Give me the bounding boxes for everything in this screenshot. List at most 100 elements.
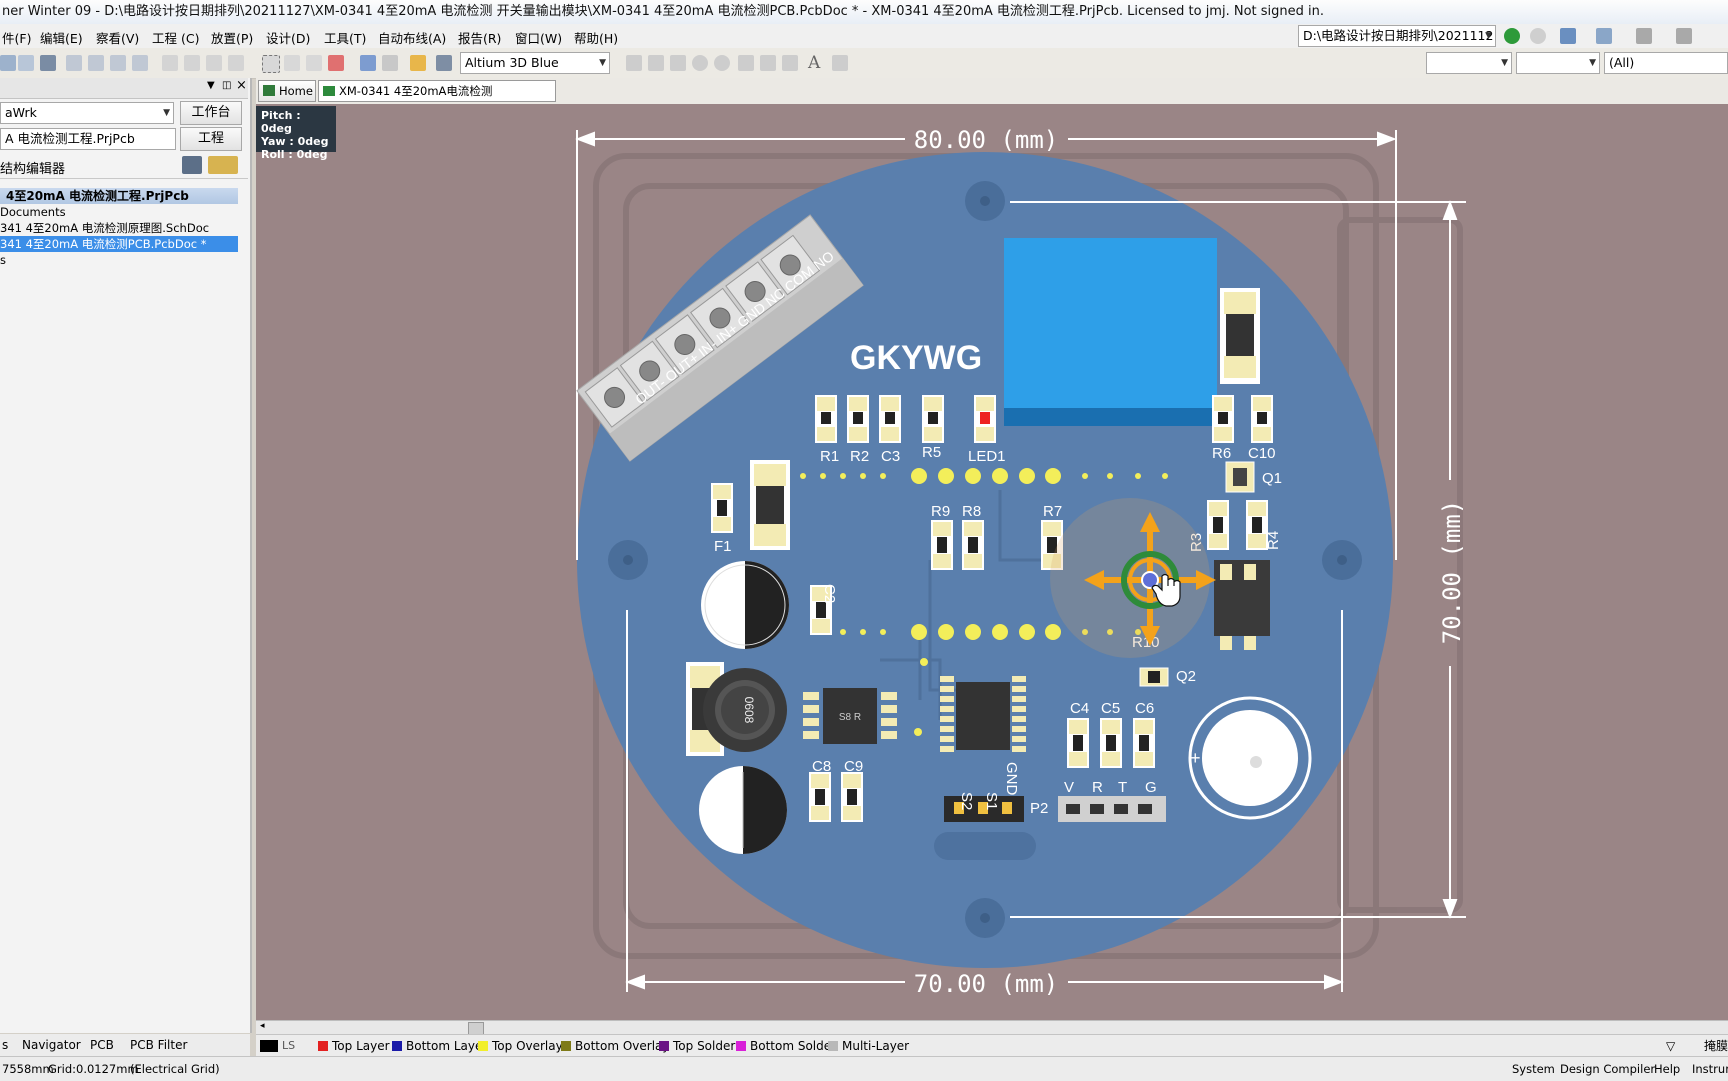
tab-home[interactable]: Home xyxy=(258,80,316,102)
help-button[interactable]: Help xyxy=(1654,1062,1681,1076)
back-icon[interactable] xyxy=(1504,28,1520,44)
panel-pin-icon[interactable]: ◫ xyxy=(222,80,232,91)
tree-sch-doc[interactable]: 341 4至20mA 电流检测原理图.SchDoc xyxy=(0,221,210,235)
region-icon[interactable] xyxy=(782,55,798,71)
via-icon[interactable] xyxy=(714,55,730,71)
arc-edge-icon[interactable] xyxy=(738,55,754,71)
header-p2[interactable] xyxy=(1058,796,1166,822)
smd-components[interactable] xyxy=(711,395,1273,822)
workspace-combo[interactable]: aWrk▼ xyxy=(0,102,174,124)
filter-all-combo[interactable]: (All) xyxy=(1604,52,1728,74)
tree-other[interactable]: s xyxy=(0,253,6,267)
layer-tab-bottom-solder[interactable]: Bottom Solder xyxy=(736,1038,836,1054)
paste-icon[interactable] xyxy=(206,55,222,71)
fill-icon[interactable] xyxy=(760,55,776,71)
layer-tab-top-overlay[interactable]: Top Overlay xyxy=(478,1038,563,1054)
scroll-left-icon[interactable]: ◂ xyxy=(260,1021,265,1031)
terminal-block-connector[interactable] xyxy=(576,214,864,462)
menu-project[interactable]: 工程 (C) xyxy=(152,31,200,46)
browse-icon[interactable] xyxy=(436,55,452,71)
workspace-button[interactable]: 工作台 xyxy=(180,101,242,125)
move-icon[interactable] xyxy=(284,55,300,71)
zoom-icon[interactable] xyxy=(66,55,82,71)
panel-tab-pcb-filter[interactable]: PCB Filter xyxy=(130,1038,188,1052)
tool-c-icon[interactable] xyxy=(1676,28,1692,44)
project-field[interactable]: A 电流检测工程.PrjPcb xyxy=(0,128,176,150)
layer-tab-multi-layer[interactable]: Multi-Layer xyxy=(828,1038,909,1054)
filter-combo-1[interactable]: ▼ xyxy=(1426,52,1512,74)
panel-tab-navigator[interactable]: Navigator xyxy=(22,1038,81,1052)
header-s[interactable] xyxy=(944,796,1024,822)
electrolytic-cap-1[interactable] xyxy=(701,561,789,649)
buzzer[interactable] xyxy=(1188,696,1312,820)
relay[interactable] xyxy=(1004,238,1217,416)
layer-tab-bottom-layer[interactable]: Bottom Layer xyxy=(392,1038,487,1054)
project-button[interactable]: 工程 xyxy=(180,127,242,151)
zoom-fit-icon[interactable] xyxy=(132,55,148,71)
diode-d2[interactable] xyxy=(1220,288,1260,384)
pcb-3d-canvas[interactable]: 80.00 (mm) 70.00 (mm) 70.00 (mm) OUT- OU… xyxy=(256,104,1728,1020)
layer-set-ls[interactable]: LS xyxy=(282,1039,296,1052)
menu-view[interactable]: 察看(V) xyxy=(96,31,140,46)
panel-tab-pcb[interactable]: PCB xyxy=(90,1038,114,1052)
undo-icon[interactable] xyxy=(360,55,376,71)
structure-icon[interactable] xyxy=(182,156,202,174)
layers-icon[interactable] xyxy=(40,55,56,71)
tree-documents[interactable]: Documents xyxy=(0,205,66,219)
highlight-icon[interactable] xyxy=(410,55,426,71)
tree-pcb-doc[interactable]: 341 4至20mA 电流检测PCB.PcbDoc * xyxy=(0,236,238,252)
forward-icon[interactable] xyxy=(1530,28,1546,44)
redo-icon[interactable] xyxy=(382,55,398,71)
menu-help[interactable]: 帮助(H) xyxy=(574,31,619,46)
panel-menu-icon[interactable]: ▼ xyxy=(207,80,215,91)
menu-design[interactable]: 设计(D) xyxy=(266,31,311,46)
text-icon[interactable]: A xyxy=(808,53,821,73)
menu-edit[interactable]: 编辑(E) xyxy=(40,31,83,46)
horizontal-scrollbar[interactable]: ◂ xyxy=(256,1020,1728,1035)
component-icon[interactable] xyxy=(832,55,848,71)
3d-navigation-gizmo[interactable] xyxy=(1084,512,1216,646)
zoom-sel-icon[interactable] xyxy=(110,55,126,71)
layer-filter-icon[interactable]: ▽ xyxy=(1666,1039,1676,1053)
print-icon[interactable] xyxy=(18,55,34,71)
filter-combo-2[interactable]: ▼ xyxy=(1516,52,1600,74)
ic-soic8[interactable]: S8 R xyxy=(803,688,897,744)
menu-place[interactable]: 放置(P) xyxy=(211,31,254,46)
system-button[interactable]: System xyxy=(1512,1062,1555,1076)
tool-a-icon[interactable] xyxy=(1596,28,1612,44)
optocoupler[interactable] xyxy=(1214,560,1270,650)
layer-tab-top-layer[interactable]: Top Layer xyxy=(318,1038,390,1054)
mask-level-label[interactable]: 掩膜 xyxy=(1704,1039,1728,1053)
panel-close-icon[interactable]: × xyxy=(236,78,247,93)
pad-icon[interactable] xyxy=(692,55,708,71)
folder-icon[interactable] xyxy=(208,156,238,174)
rubber-stamp-icon[interactable] xyxy=(228,55,244,71)
layer-tab-bottom-overlay[interactable]: Bottom Overlay xyxy=(561,1038,669,1054)
open-icon[interactable] xyxy=(0,55,16,71)
layer-color-swatch[interactable] xyxy=(260,1040,278,1052)
menu-autoroute[interactable]: 自动布线(A) xyxy=(378,31,447,46)
home-nav-icon[interactable] xyxy=(1560,28,1576,44)
view-config-select[interactable]: Altium 3D Blue▼ xyxy=(460,52,610,74)
clear-icon[interactable] xyxy=(328,55,344,71)
tool-b-icon[interactable] xyxy=(1636,28,1652,44)
route-diff-icon[interactable] xyxy=(648,55,664,71)
zoom-area-icon[interactable] xyxy=(88,55,104,71)
menu-window[interactable]: 窗口(W) xyxy=(515,31,563,46)
tree-project[interactable]: 4至20mA 电流检测工程.PrjPcb xyxy=(0,188,238,204)
select-icon[interactable] xyxy=(262,55,280,73)
ic-tssop[interactable] xyxy=(940,676,1026,752)
menu-tools[interactable]: 工具(T) xyxy=(324,31,367,46)
electrolytic-cap-2[interactable] xyxy=(699,766,787,854)
layer-tab-top-solder[interactable]: Top Solder xyxy=(659,1038,735,1054)
panel-tab-s[interactable]: s xyxy=(2,1038,9,1052)
inductor[interactable]: 0608 xyxy=(703,668,787,752)
path-combo[interactable]: D:\电路设计按日期排列\2021112▼ xyxy=(1298,25,1496,47)
menu-reports[interactable]: 报告(R) xyxy=(458,31,502,46)
menu-file[interactable]: 件(F) xyxy=(2,31,32,46)
design-compiler-button[interactable]: Design Compiler xyxy=(1560,1062,1656,1076)
copy-icon[interactable] xyxy=(184,55,200,71)
diode-d1[interactable] xyxy=(750,460,790,550)
arc-icon[interactable] xyxy=(670,55,686,71)
